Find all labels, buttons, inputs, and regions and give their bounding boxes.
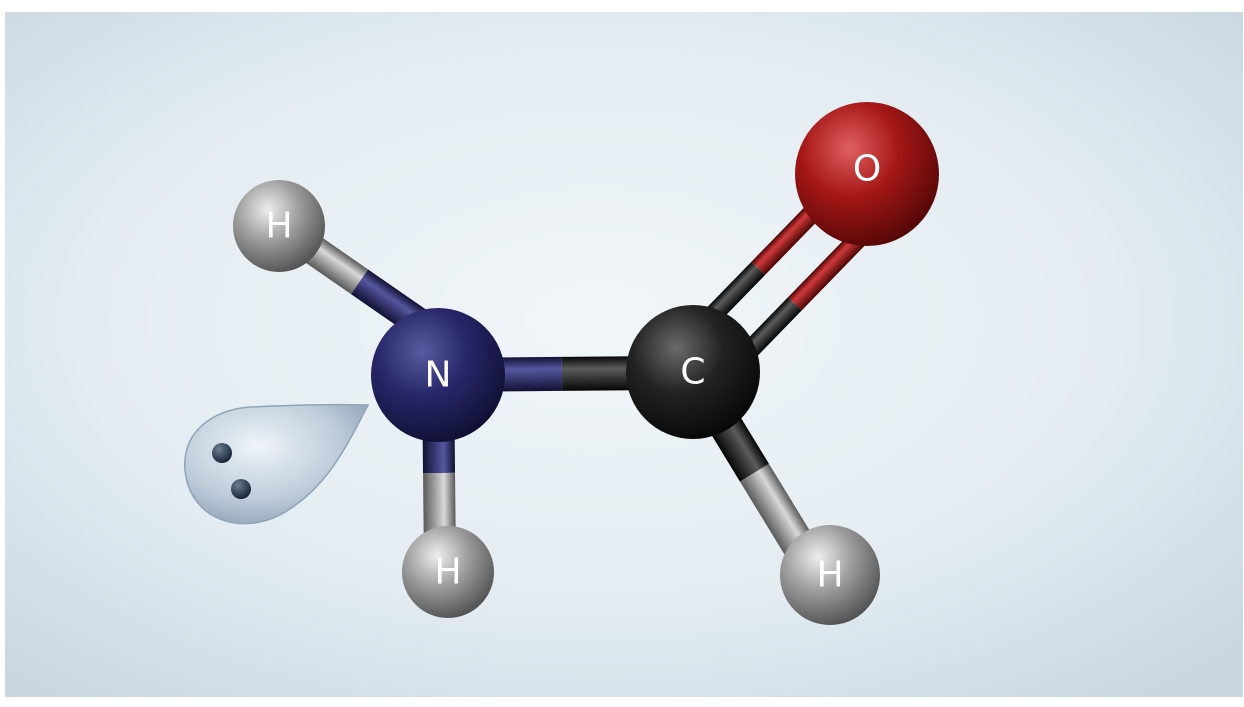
atom-oxygen: O	[795, 102, 939, 246]
lone-pair-orbital	[184, 403, 370, 525]
atom-label: N	[425, 355, 452, 396]
background-panel	[5, 12, 1243, 697]
atom-hydrogen: H	[233, 180, 325, 272]
atom-hydrogen: H	[780, 525, 880, 625]
atom-hydrogen: H	[402, 526, 494, 618]
lone-pair	[184, 403, 370, 525]
atom-label: H	[265, 206, 292, 247]
atom-carbon: C	[626, 305, 760, 439]
atom-label: H	[434, 552, 461, 593]
atom-label: O	[853, 149, 881, 190]
electron-dot	[231, 479, 251, 499]
atom-label: C	[680, 352, 705, 393]
atom-label: H	[816, 555, 843, 596]
atom-nitrogen: N	[371, 308, 505, 442]
electron-dot	[212, 443, 232, 463]
atoms: H N H C O H	[233, 102, 939, 625]
